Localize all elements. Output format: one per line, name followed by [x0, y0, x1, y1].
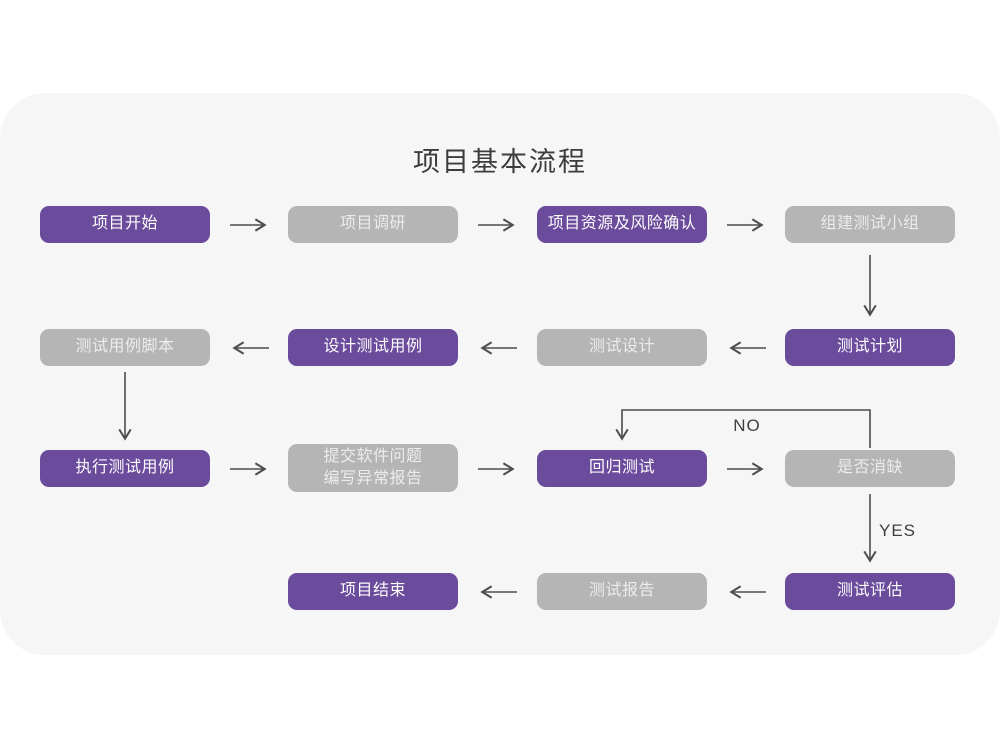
node-build-test-team: 组建测试小组 [785, 206, 955, 243]
node-defect-cleared-decision: 是否消缺 [785, 450, 955, 487]
node-submit-issue-report: 提交软件问题 编写异常报告 [288, 444, 458, 492]
node-resource-risk-confirm: 项目资源及风险确认 [537, 206, 707, 243]
node-project-start: 项目开始 [40, 206, 210, 243]
node-test-report: 测试报告 [537, 573, 707, 610]
node-test-evaluation: 测试评估 [785, 573, 955, 610]
node-project-end: 项目结束 [288, 573, 458, 610]
node-execute-test-cases: 执行测试用例 [40, 450, 210, 487]
node-regression-test: 回归测试 [537, 450, 707, 487]
node-project-research: 项目调研 [288, 206, 458, 243]
node-test-case-scripts: 测试用例脚本 [40, 329, 210, 366]
edge-label-no: NO [733, 416, 761, 435]
node-design-test-cases: 设计测试用例 [288, 329, 458, 366]
flowchart-card [0, 93, 1000, 655]
node-test-plan: 测试计划 [785, 329, 955, 366]
node-test-design: 测试设计 [537, 329, 707, 366]
diagram-title: 项目基本流程 [413, 147, 587, 177]
edge-label-yes: YES [879, 521, 917, 540]
